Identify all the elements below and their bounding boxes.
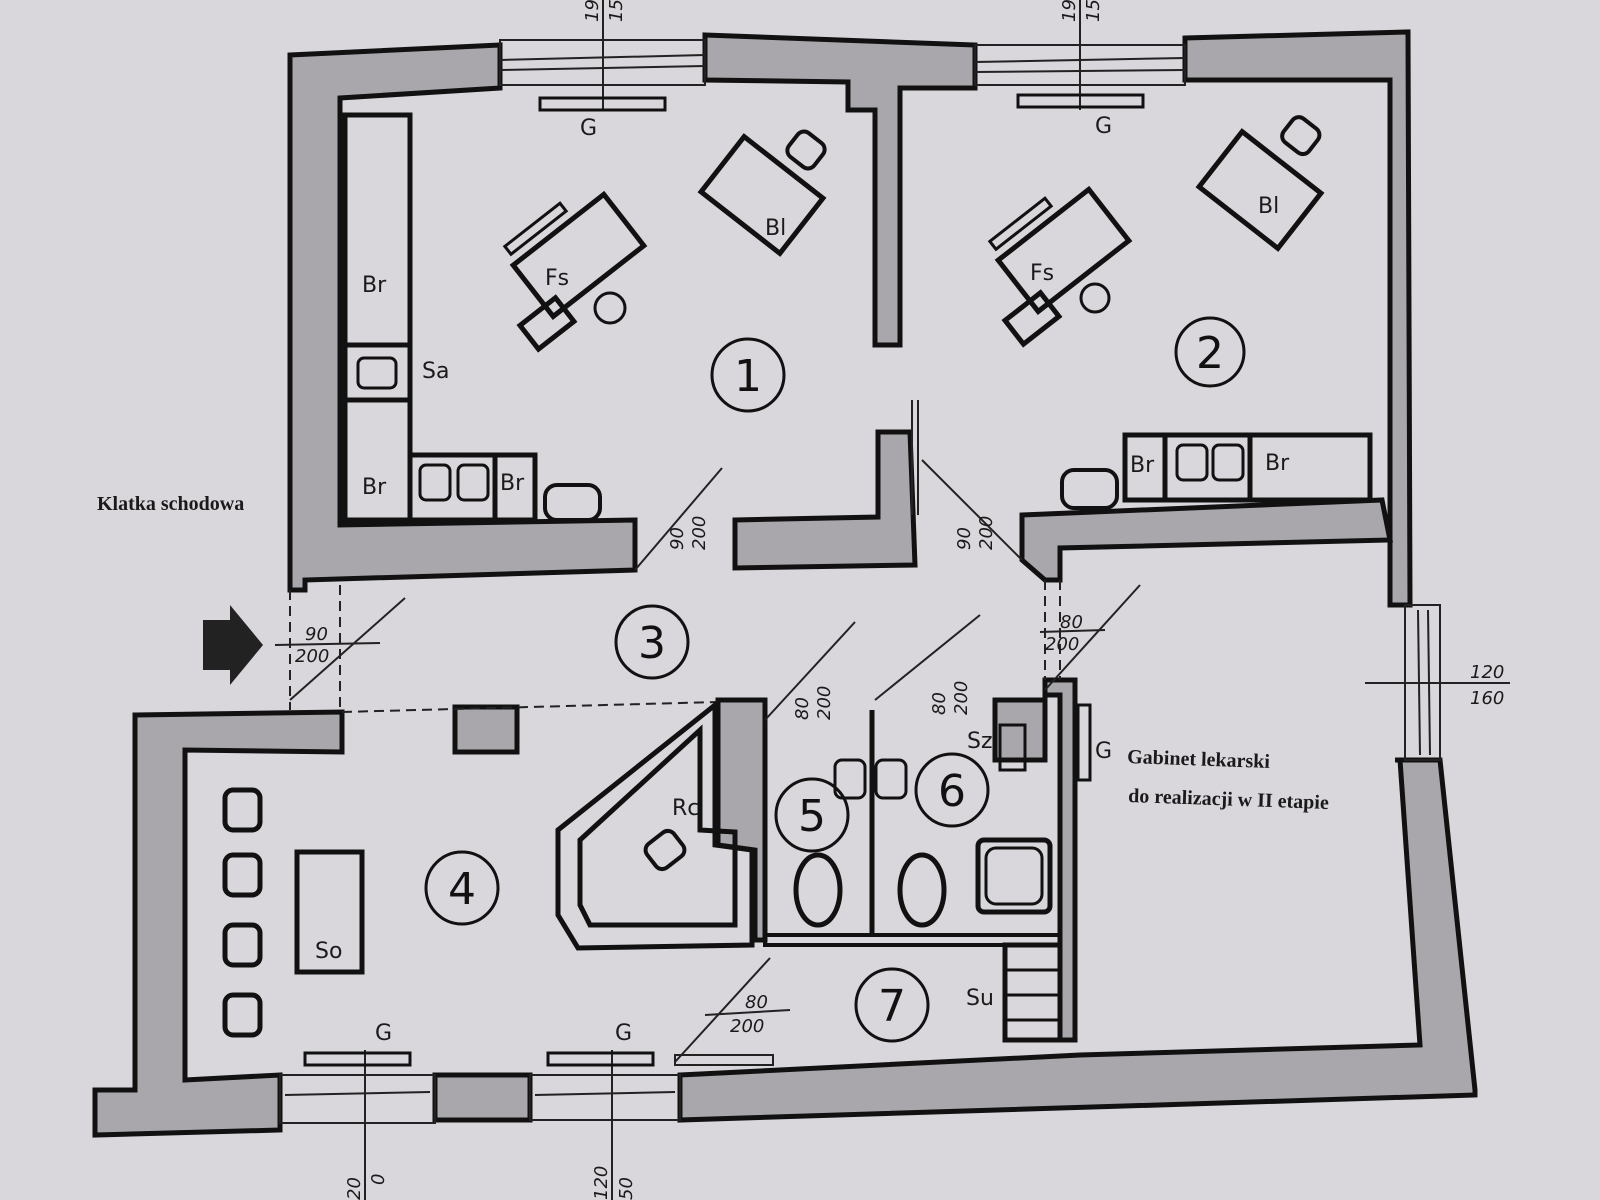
label-fs: Fs [545, 266, 569, 291]
dim-text: 160 [1470, 688, 1504, 709]
windows [279, 0, 1510, 1200]
furniture-labels: Br Sa Br Br Fs Bl G G Fs Bl Br Br Rc So … [315, 114, 1290, 1046]
entrance-arrow-icon [203, 605, 263, 685]
dim-text: 20 [344, 1177, 365, 1200]
dim-text: 200 [730, 1016, 764, 1037]
dim-text: 80 [1060, 612, 1083, 633]
dim-text: 80 [792, 697, 813, 720]
dim-text: 15 [606, 0, 627, 22]
dim-text: 90 [305, 624, 328, 645]
dim-text: 80 [929, 692, 950, 715]
radiators [303, 93, 1145, 1067]
room-2: 2 [1196, 328, 1224, 379]
dim-text: 80 [745, 992, 768, 1013]
label-g: G [375, 1021, 392, 1046]
label-sa: Sa [422, 359, 449, 384]
dim-text: 200 [951, 681, 972, 715]
room-1: 1 [734, 351, 762, 402]
label-br: Br [362, 475, 387, 500]
dim-text: 15 [1083, 0, 1104, 22]
dim-text: 0 [368, 1174, 389, 1185]
label-br: Br [500, 471, 525, 496]
label-bl: Bl [765, 216, 786, 241]
dim-text: 90 [954, 527, 975, 550]
room-5: 5 [798, 791, 826, 842]
dim-text: 19 [1059, 0, 1080, 22]
dim-text: 200 [814, 686, 835, 720]
room-3: 3 [638, 618, 666, 669]
label-g: G [1095, 739, 1112, 764]
label-sz: Sz [967, 729, 993, 754]
dim-text: 200 [295, 646, 329, 667]
room-6: 6 [938, 766, 966, 817]
dim-text: 200 [1045, 634, 1079, 655]
stairwell-label: Klatka schodowa [97, 493, 244, 515]
room-numbers: 1 2 3 4 5 6 7 [424, 316, 1246, 1043]
room-4: 4 [448, 864, 476, 915]
dim-text: 50 [616, 1177, 637, 1200]
doors [289, 400, 1141, 1066]
dim-text: 19 [582, 0, 603, 22]
office-label-line1: Gabinet lekarski [1127, 746, 1271, 773]
label-su: Su [966, 986, 994, 1011]
dim-text: 90 [667, 527, 688, 550]
room-7: 7 [878, 981, 906, 1032]
label-bl: Bl [1258, 194, 1279, 219]
label-rc: Rc [672, 796, 699, 821]
dim-text: 120 [591, 1166, 612, 1200]
dim-text: 200 [976, 516, 997, 550]
office-label-line2: do realizacji w II etapie [1128, 785, 1329, 814]
dim-text: 120 [1470, 662, 1504, 683]
label-g: G [580, 116, 597, 141]
label-g: G [615, 1021, 632, 1046]
furniture [203, 112, 1373, 1043]
label-br: Br [1265, 451, 1290, 476]
label-fs: Fs [1030, 261, 1054, 286]
dim-text: 200 [689, 516, 710, 550]
label-br: Br [362, 273, 387, 298]
label-br: Br [1130, 453, 1155, 478]
label-so: So [315, 939, 342, 964]
label-g: G [1095, 114, 1112, 139]
